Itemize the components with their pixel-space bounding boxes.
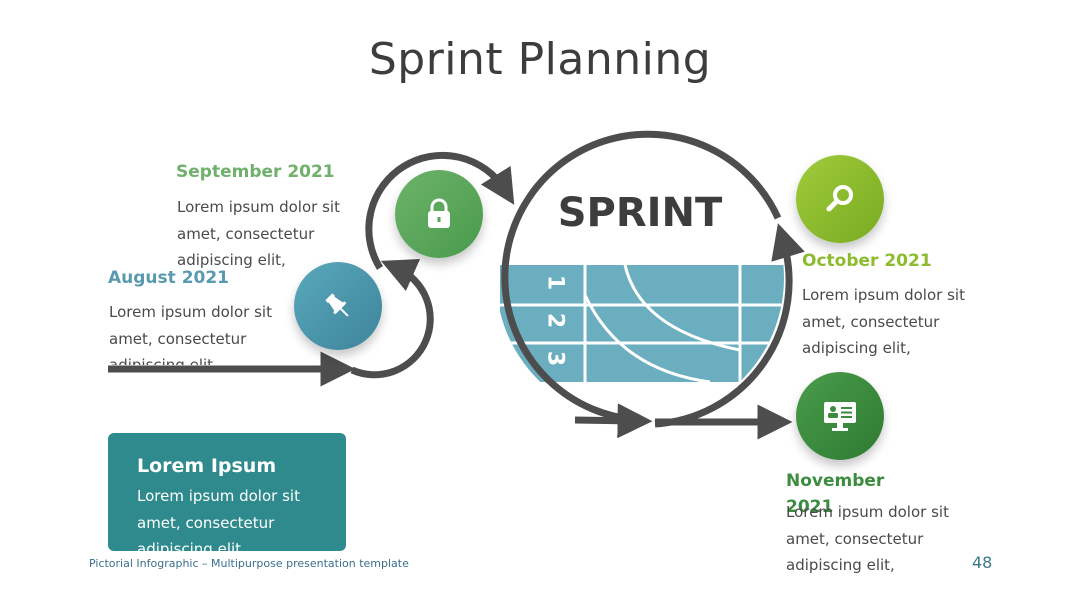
monitor-icon — [796, 372, 884, 460]
sprint-ring — [501, 130, 782, 424]
text-line: amet, consectetur — [786, 529, 924, 548]
text-line: Lorem ipsum dolor sit — [109, 303, 272, 321]
lane-number-2: 2 — [542, 312, 568, 329]
summary-card-heading: Lorem Ipsum — [137, 455, 277, 477]
milestone-november-body: Lorem ipsum dolor sit amet, consectetur … — [786, 499, 949, 579]
text-line: Lorem ipsum dolor sit — [786, 503, 949, 521]
lane-number-3: 3 — [542, 350, 568, 367]
page-number: 48 — [972, 553, 993, 572]
milestone-august-body: Lorem ipsum dolor sit amet, consectetur … — [109, 299, 272, 365]
slide-title: Sprint Planning — [368, 34, 712, 85]
milestone-october-body: Lorem ipsum dolor sit amet, consectetur … — [802, 282, 965, 362]
footer-text: Pictorial Infographic – Multipurpose pre… — [89, 557, 409, 570]
text-line: amet, consectetur — [802, 312, 940, 331]
text-line: Lorem ipsum dolor sit — [177, 198, 340, 216]
milestone-august-heading: August 2021 — [108, 268, 230, 288]
text-line: adipiscing elit, — [137, 540, 246, 551]
magnifier-icon — [796, 155, 884, 243]
text-line: adipiscing elit, — [177, 251, 286, 269]
text-line: adipiscing elit, — [802, 339, 911, 357]
text-line: adipiscing elit, — [109, 356, 218, 365]
pushpin-icon — [294, 262, 382, 350]
summary-card: Lorem Ipsum Lorem ipsum dolor sit amet, … — [108, 433, 346, 551]
sprint-label: SPRINT — [557, 190, 723, 236]
text-line: amet, consectetur — [137, 513, 275, 532]
text-line: amet, consectetur — [109, 329, 247, 348]
lock-icon — [395, 170, 483, 258]
milestone-september-body: Lorem ipsum dolor sit amet, consectetur … — [177, 194, 340, 274]
text-line: Lorem ipsum dolor sit — [137, 487, 300, 505]
milestone-september-heading: September 2021 — [176, 162, 335, 182]
milestone-november-heading: November 2021 — [786, 471, 885, 517]
running-track — [500, 264, 784, 384]
text-line: Lorem ipsum dolor sit — [802, 286, 965, 304]
milestone-october-heading: October 2021 — [802, 251, 932, 271]
text-line: adipiscing elit, — [786, 556, 895, 574]
lane-number-1: 1 — [542, 274, 568, 291]
text-line: amet, consectetur — [177, 224, 315, 243]
summary-card-body: Lorem ipsum dolor sit amet, consectetur … — [137, 483, 337, 551]
